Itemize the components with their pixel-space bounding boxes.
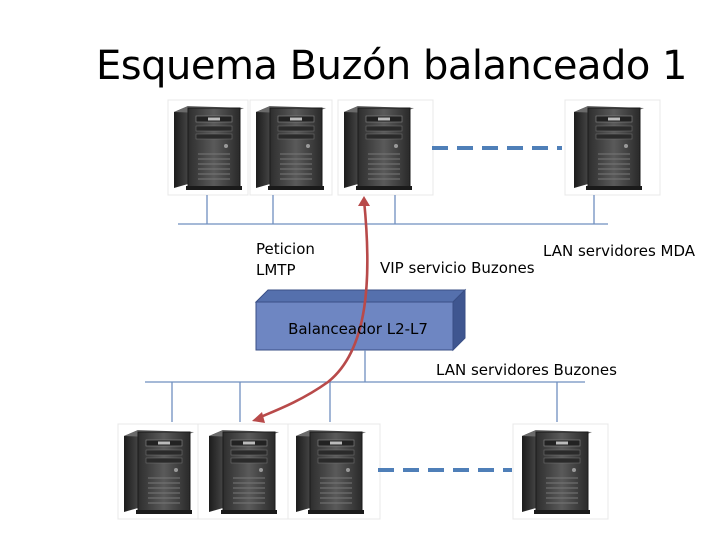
vip-servicio-label: VIP servicio Buzones xyxy=(380,259,535,277)
request-arrow-icon xyxy=(252,196,370,423)
balancer-label: Balanceador L2-L7 xyxy=(288,320,428,338)
tower-server-icon xyxy=(521,429,593,515)
server-frame-bottom-4 xyxy=(512,423,609,520)
server-frame-top-3 xyxy=(337,99,434,196)
lan-buzones xyxy=(145,350,585,422)
server-frame-bottom-1 xyxy=(117,423,199,520)
tower-server-icon xyxy=(173,105,245,191)
lan-mda xyxy=(178,195,608,225)
tower-server-icon xyxy=(295,429,367,515)
page-title: Esquema Buzón balanceado 1 xyxy=(96,43,688,89)
lan-buzones-label: LAN servidores Buzones xyxy=(436,361,617,379)
tower-server-icon xyxy=(573,105,645,191)
tower-server-icon xyxy=(255,105,327,191)
server-frame-bottom-3 xyxy=(287,423,381,520)
server-frame-top-2 xyxy=(249,99,333,196)
tower-server-icon xyxy=(343,105,415,191)
server-frame-top-1 xyxy=(167,99,249,196)
server-frame-top-4 xyxy=(564,99,661,196)
peticion-lmtp-label: Peticion LMTP xyxy=(256,240,315,279)
lan-mda-label: LAN servidores MDA xyxy=(543,242,696,260)
tower-server-icon xyxy=(208,429,280,515)
tower-server-icon xyxy=(123,429,195,515)
server-frame-bottom-2 xyxy=(197,423,289,520)
